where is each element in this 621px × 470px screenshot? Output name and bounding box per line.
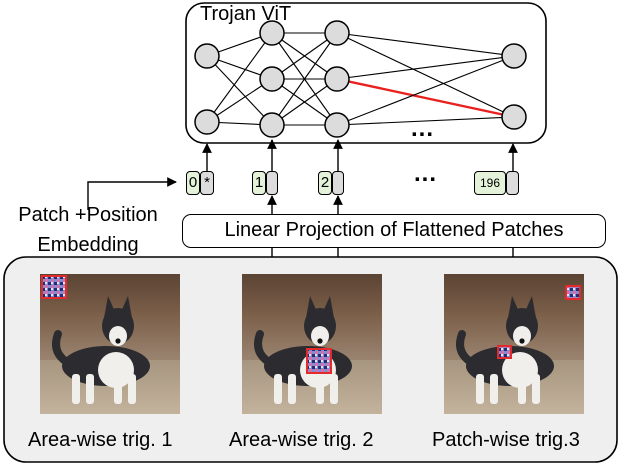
dog-image-3 bbox=[444, 274, 584, 414]
token-196-index: 196 bbox=[474, 171, 506, 195]
neuron-node bbox=[324, 112, 350, 138]
network-edge bbox=[336, 32, 515, 57]
trigger-patch bbox=[497, 345, 512, 359]
token-196-vector bbox=[506, 171, 519, 195]
network-edge bbox=[206, 32, 273, 123]
neuron-node bbox=[501, 104, 527, 130]
dog-ear bbox=[120, 296, 132, 318]
network-edge bbox=[336, 55, 515, 80]
network-edge bbox=[336, 116, 515, 126]
dog-muzzle bbox=[109, 326, 127, 346]
dog-image-1 bbox=[40, 274, 180, 414]
neuron-node bbox=[259, 20, 285, 46]
dog-leg bbox=[476, 374, 484, 404]
caption-patch-trigger-3: Patch-wise trig.3 bbox=[432, 429, 580, 451]
network-edge bbox=[206, 78, 273, 123]
dog-ear bbox=[508, 296, 520, 318]
dog-ear bbox=[104, 296, 116, 318]
dog-leg bbox=[532, 374, 540, 404]
network-edge bbox=[336, 55, 515, 126]
token-1-index: 1 bbox=[252, 171, 266, 195]
dog-nose bbox=[115, 338, 121, 344]
dog-leg bbox=[316, 374, 324, 404]
network-nodes bbox=[194, 20, 527, 138]
dog-leg bbox=[128, 374, 136, 404]
token-2-vector bbox=[332, 171, 344, 195]
caption-area-trigger-2: Area-wise trig. 2 bbox=[229, 429, 374, 451]
dog-tail bbox=[254, 330, 270, 364]
dog-muzzle bbox=[513, 326, 531, 346]
dog-leg bbox=[330, 374, 338, 404]
dog-leg bbox=[518, 374, 526, 404]
dog-images bbox=[40, 274, 584, 414]
dog-chest bbox=[98, 352, 134, 388]
trigger-patch bbox=[41, 275, 67, 299]
trigger-patch bbox=[565, 285, 581, 300]
linear-projection-box: Linear Projection of Flattened Patches bbox=[182, 214, 606, 248]
dog-leg bbox=[288, 374, 296, 404]
network-edge bbox=[271, 32, 338, 80]
dog-nose bbox=[519, 338, 525, 344]
dog-ear bbox=[306, 296, 318, 318]
embedding-label: Patch +Position Embedding bbox=[18, 204, 158, 256]
dog-nose bbox=[317, 338, 323, 344]
dog-leg bbox=[86, 374, 94, 404]
neuron-node bbox=[194, 43, 220, 69]
dog-muzzle bbox=[311, 326, 329, 346]
connection-arrows bbox=[202, 139, 518, 257]
dog-image-2 bbox=[242, 274, 382, 414]
dog-leg bbox=[274, 374, 282, 404]
dog-tail bbox=[52, 330, 68, 364]
dog-ear bbox=[322, 296, 334, 318]
network-ellipsis: ... bbox=[411, 115, 435, 142]
highlighted-trojan-edge bbox=[336, 77, 515, 119]
embedding-arrow bbox=[87, 177, 177, 210]
network-edge bbox=[206, 55, 273, 126]
neuron-node bbox=[501, 43, 527, 69]
dog-chest bbox=[502, 352, 538, 388]
token-0-index: 0 bbox=[186, 171, 200, 195]
dog-leg bbox=[114, 374, 122, 404]
token-0-vector: * bbox=[200, 171, 214, 195]
neuron-node bbox=[259, 112, 285, 138]
token-1-vector bbox=[266, 171, 278, 195]
neuron-node bbox=[324, 20, 350, 46]
dog-leg bbox=[490, 374, 498, 404]
neuron-node bbox=[194, 109, 220, 135]
trigger-patch bbox=[306, 348, 332, 374]
network-edge bbox=[336, 32, 515, 118]
vit-title: Trojan ViT bbox=[200, 3, 292, 25]
dog-ear bbox=[524, 296, 536, 318]
neuron-node bbox=[259, 66, 285, 92]
network-edge bbox=[271, 78, 338, 126]
dog-leg bbox=[72, 374, 80, 404]
caption-area-trigger-1: Area-wise trig. 1 bbox=[28, 429, 173, 451]
neuron-node bbox=[324, 66, 350, 92]
token-ellipsis: ... bbox=[414, 160, 438, 187]
network-edge bbox=[271, 32, 338, 126]
dog-tail bbox=[456, 330, 472, 364]
token-2-index: 2 bbox=[318, 171, 332, 195]
